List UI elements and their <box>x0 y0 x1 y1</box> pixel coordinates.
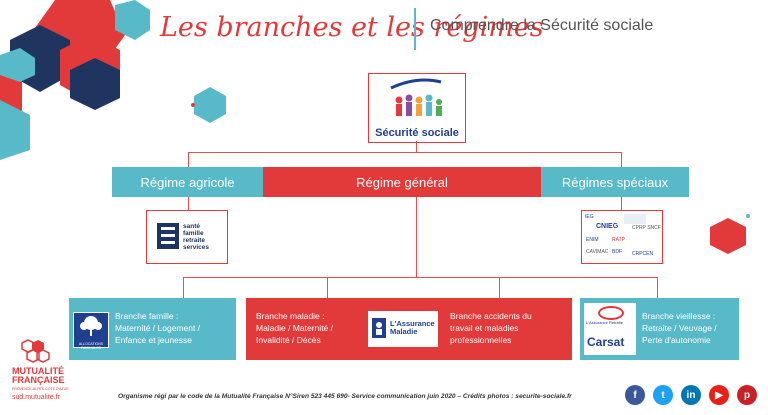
msa-logo: santé famille retraite services <box>146 210 228 264</box>
connector-left <box>188 152 189 167</box>
msa-line-2: famille <box>183 230 204 237</box>
assurance-maladie-logo: L'Assurance Maladie <box>368 311 438 347</box>
caf-label: ALLOCATIONS FAMILIALES <box>78 342 104 350</box>
connector-top <box>416 141 417 152</box>
twitter-icon[interactable]: t <box>653 385 673 405</box>
logo-placeholder-1 <box>624 214 646 224</box>
branche-maladie-line1: Maladie / Maternité / <box>256 323 334 333</box>
msa-line-1: santé <box>183 223 200 230</box>
caf-logo: ALLOCATIONS FAMILIALES <box>73 312 109 350</box>
mutualite-hexagons-icon <box>21 339 50 363</box>
branche-famille-line1: Maternité / Logement / <box>115 323 201 333</box>
hexagon-decoration-topleft <box>0 0 150 160</box>
msa-mark-icon <box>157 223 179 249</box>
branche-accidents-line3: professionnelles <box>450 335 512 345</box>
regime-agricole: Régime agricole <box>112 167 263 197</box>
hexagon-small-red <box>710 214 750 254</box>
connector-agricole-logo <box>188 197 189 210</box>
assurance-maladie-line2: Maladie <box>390 327 418 336</box>
page-subtitle: Comprendre la Sécurité sociale <box>430 17 654 34</box>
logo-cavimac: CAVIMAC <box>586 249 609 255</box>
branche-vieillesse-line2: Perte d'autonomie <box>642 335 711 345</box>
connector-branch-maladie <box>327 277 328 298</box>
branche-famille-line2: Enfance et jeunesse <box>115 335 193 345</box>
logo-ratp: RATP <box>612 237 625 243</box>
branche-famille-title: Branche famille : <box>115 311 179 321</box>
logo-enim: ENIM <box>586 237 599 243</box>
connector-branch-vieillesse <box>657 277 658 298</box>
hexagon-small-teal <box>191 87 226 123</box>
pinterest-icon[interactable]: p <box>737 385 757 405</box>
footer-legal-text: Organisme régi par le code de la Mutuali… <box>118 393 572 400</box>
connector-branch-famille <box>183 277 184 298</box>
msa-line-4: services <box>183 244 210 251</box>
facebook-icon[interactable]: f <box>625 385 645 405</box>
branche-vieillesse-title: Branche vieillesse : <box>642 311 716 321</box>
linkedin-icon[interactable]: in <box>681 385 701 405</box>
mutualite-website[interactable]: sud.mutualite.fr <box>12 394 60 401</box>
assurance-maladie-icon <box>372 318 386 338</box>
speciaux-logos: IEG CNIEG CPRP SNCF ENIM RATP CAVIMAC BD… <box>581 210 663 264</box>
caf-tree-icon <box>80 316 102 336</box>
regimes-speciaux: Régimes spéciaux <box>541 167 689 197</box>
logo-crpcen: CRPCEN <box>632 251 654 257</box>
carsat-label: Carsat <box>587 335 625 349</box>
branche-accidents-line1: Branche accidents du <box>450 311 532 321</box>
mutualite-line2: FRANÇAISE <box>12 375 65 385</box>
assurance-maladie-line1: L'Assurance <box>390 319 435 328</box>
assurance-retraite-icon <box>598 306 624 320</box>
retraite-logos: L'Assurance Retraite Carsat <box>584 303 636 355</box>
branche-maladie-title: Branche maladie : <box>256 311 325 321</box>
securite-sociale-people-icon <box>390 78 442 116</box>
connector-branches-horizontal <box>183 277 658 278</box>
mutualite-region: PROVENCE-ALPES-CÔTE D'AZUR <box>12 387 69 391</box>
assurance-retraite-label: L'Assurance Retraite <box>586 320 624 325</box>
mutualite-francaise-logo: MUTUALITÉ FRANÇAISE PROVENCE-ALPES-CÔTE … <box>10 338 90 410</box>
logo-bdf: BDF <box>612 249 622 255</box>
connector-horizontal-top <box>188 152 622 153</box>
branche-vieillesse: L'Assurance Retraite Carsat Branche viei… <box>580 298 739 360</box>
connector-general-down <box>416 197 417 277</box>
branche-maladie-accidents: Branche maladie : Maladie / Maternité / … <box>246 298 572 360</box>
regime-general: Régime général <box>263 167 541 197</box>
logo-cprp: CPRP SNCF <box>632 225 661 231</box>
securite-sociale-label: Sécurité sociale <box>375 127 459 139</box>
logo-cnieg: CNIEG <box>596 223 619 230</box>
msa-line-3: retraite <box>183 237 206 244</box>
connector-right <box>621 152 622 167</box>
connector-branch-accidents <box>499 277 500 298</box>
branche-vieillesse-line1: Retraite / Veuvage / <box>642 323 717 333</box>
connector-speciaux-logo <box>621 197 622 210</box>
branche-famille: ALLOCATIONS FAMILIALES Branche famille :… <box>69 298 236 360</box>
page-title-script: Les branches et les régimes <box>160 12 544 43</box>
securite-sociale-logo: Sécurité sociale <box>368 73 466 143</box>
mutualite-line1: MUTUALITÉ <box>12 366 64 376</box>
youtube-icon[interactable]: ▶ <box>709 385 729 405</box>
header-divider <box>414 8 416 50</box>
branche-maladie-line2: Invalidité / Décès <box>256 335 321 345</box>
branche-accidents-line2: travail et maladies <box>450 323 519 333</box>
logo-cnieg-small: IEG <box>585 214 594 220</box>
